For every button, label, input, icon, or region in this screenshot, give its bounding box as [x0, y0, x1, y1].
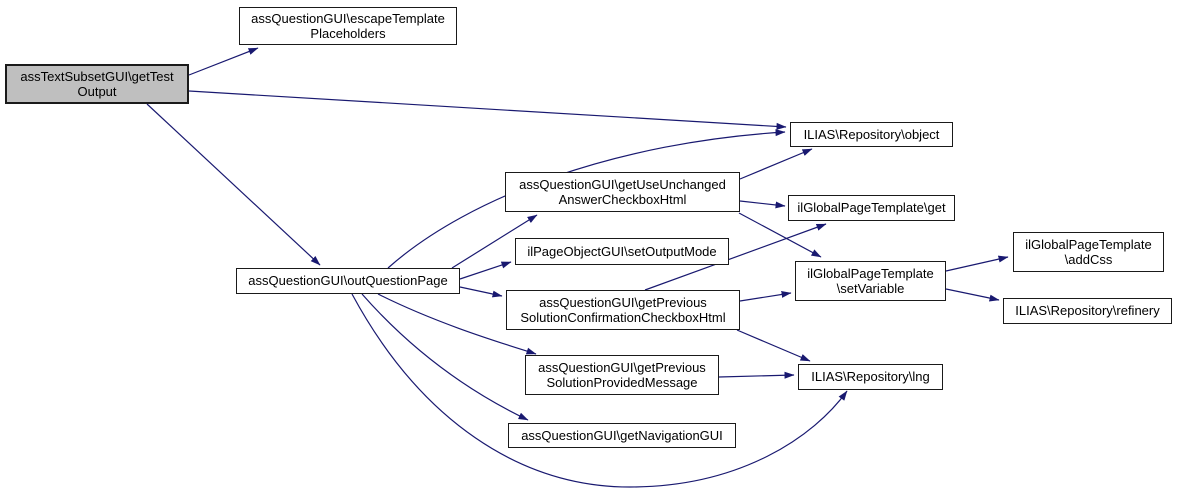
edge-outQuestionPage-getPreviousSolutionProvidedMessage	[377, 293, 537, 355]
edge-getUseUnchangedAnswerCheckboxHtml-globalPageTemplateGet	[739, 200, 786, 209]
node-get-previous-solution-confirmation-checkbox-html[interactable]: assQuestionGUI\getPrevious SolutionConfi…	[506, 290, 740, 330]
edge-getPreviousSolutionConfirmationCheckboxHtml-globalPageTemplateGet	[644, 223, 827, 291]
node-label: ILIAS\Repository\refinery	[1015, 303, 1160, 319]
node-out-question-page[interactable]: assQuestionGUI\outQuestionPage	[236, 268, 460, 294]
node-label: ilGlobalPageTemplate \addCss	[1025, 236, 1152, 267]
node-get-test-output[interactable]: assTextSubsetGUI\getTest Output	[5, 64, 189, 104]
node-label: ilPageObjectGUI\setOutputMode	[527, 243, 717, 259]
edge-setVariable-addCss	[945, 255, 1009, 272]
edge-getUseUnchangedAnswerCheckboxHtml-repositoryObject	[739, 148, 813, 180]
node-label: assQuestionGUI\outQuestionPage	[248, 273, 448, 289]
node-get-navigation-gui[interactable]: assQuestionGUI\getNavigationGUI	[508, 423, 736, 448]
node-label: assQuestionGUI\getPrevious SolutionProvi…	[538, 359, 706, 390]
node-get-use-unchanged-answer-checkbox-html[interactable]: assQuestionGUI\getUseUnchanged AnswerChe…	[505, 172, 740, 212]
node-label: ILIAS\Repository\lng	[811, 369, 930, 385]
node-label: ILIAS\Repository\object	[803, 126, 940, 142]
node-label: ilGlobalPageTemplate\get	[797, 200, 946, 216]
edge-getTestOutput-repositoryObject	[188, 90, 787, 130]
node-set-output-mode[interactable]: ilPageObjectGUI\setOutputMode	[515, 238, 729, 265]
edge-outQuestionPage-getPreviousSolutionConfirmationCheckboxHtml	[459, 286, 503, 298]
edge-getUseUnchangedAnswerCheckboxHtml-setVariable	[738, 212, 822, 258]
node-label: assQuestionGUI\getUseUnchanged AnswerChe…	[519, 176, 726, 207]
node-repository-refinery[interactable]: ILIAS\Repository\refinery	[1003, 298, 1172, 324]
node-label: assTextSubsetGUI\getTest Output	[20, 68, 174, 99]
node-set-variable[interactable]: ilGlobalPageTemplate \setVariable	[795, 261, 946, 301]
edge-setVariable-repositoryRefinery	[945, 288, 1000, 302]
edge-outQuestionPage-repositoryLng	[351, 293, 848, 488]
edge-outQuestionPage-setOutputMode	[459, 261, 512, 280]
node-label: assQuestionGUI\escapeTemplate Placeholde…	[251, 10, 445, 41]
edge-outQuestionPage-getNavigationGUI	[361, 293, 529, 421]
edge-getPreviousSolutionConfirmationCheckboxHtml-repositoryLng	[736, 329, 811, 362]
edge-getPreviousSolutionConfirmationCheckboxHtml-setVariable	[739, 291, 792, 302]
node-repository-lng[interactable]: ILIAS\Repository\lng	[798, 364, 943, 390]
edge-outQuestionPage-getUseUnchangedAnswerCheckboxHtml	[451, 214, 538, 269]
node-global-page-template-get[interactable]: ilGlobalPageTemplate\get	[788, 195, 955, 221]
edge-getTestOutput-escapeTemplatePlaceholders	[188, 47, 259, 76]
node-escape-template-placeholders[interactable]: assQuestionGUI\escapeTemplate Placeholde…	[239, 7, 457, 45]
node-get-previous-solution-provided-message[interactable]: assQuestionGUI\getPrevious SolutionProvi…	[525, 355, 719, 395]
node-label: assQuestionGUI\getPrevious SolutionConfi…	[520, 294, 726, 325]
node-add-css[interactable]: ilGlobalPageTemplate \addCss	[1013, 232, 1164, 272]
edge-getPreviousSolutionProvidedMessage-repositoryLng	[718, 371, 795, 379]
node-label: ilGlobalPageTemplate \setVariable	[807, 265, 934, 296]
edge-getTestOutput-outQuestionPage	[146, 103, 321, 266]
node-label: assQuestionGUI\getNavigationGUI	[521, 427, 723, 443]
node-repository-object[interactable]: ILIAS\Repository\object	[790, 122, 953, 147]
